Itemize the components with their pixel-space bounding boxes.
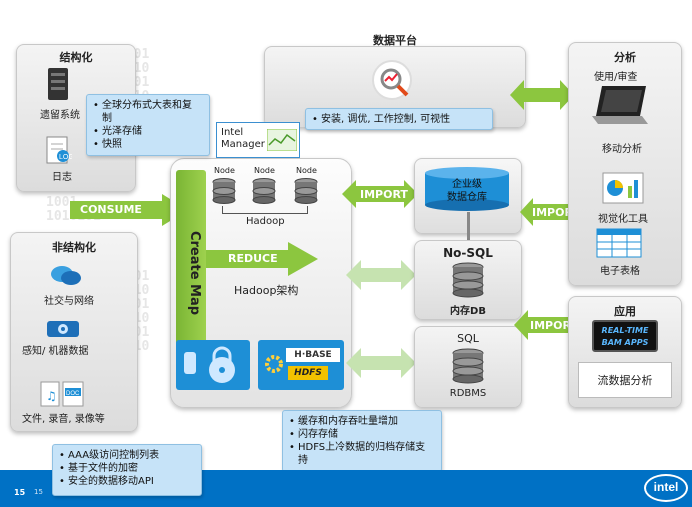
rdbms-label: RDBMS	[449, 388, 487, 399]
intel-manager-tile: Intel Manager	[216, 122, 300, 158]
memdb-label: 内存DB	[450, 306, 486, 317]
data-platform-title: 数据平台	[373, 34, 417, 47]
intel-manager-label: Intel Manager	[221, 127, 265, 150]
page-number: 15	[14, 488, 26, 497]
structured-item: 遗留系统	[40, 110, 80, 121]
intel-logo-text: intel	[653, 480, 679, 494]
security-item: 基于文件的加密	[59, 462, 193, 475]
storage-item: HDFS上冷数据的归档存储支持	[289, 441, 433, 467]
security-callout: AAA级访问控制列表 基于文件的加密 安全的数据移动API	[52, 444, 202, 496]
screen-text: BAM APPS	[601, 338, 649, 347]
magnifier-icon	[372, 60, 412, 100]
node-server-icon	[294, 178, 318, 208]
analysis-item: 移动分析	[602, 144, 642, 155]
chat-bubbles-icon	[50, 264, 82, 288]
nosql-title: No-SQL	[443, 246, 493, 260]
analysis-item: 电子表格	[600, 266, 640, 277]
platform-tooltip: 安装, 调优, 工作控制, 可视性	[305, 108, 493, 130]
import-arrow-hadoop	[342, 180, 418, 212]
page-number-small: 15	[34, 488, 43, 496]
hadoop-bracket	[222, 206, 308, 214]
security-item: 安全的数据移动API	[59, 475, 193, 488]
analysis-item: 使用/审查	[594, 72, 638, 83]
realtime-screen-icon: REAL-TIME BAM APPS	[592, 320, 658, 352]
analysis-item: 视觉化工具	[598, 214, 648, 225]
reduce-label: REDUCE	[228, 252, 278, 265]
warehouse-label: 企业级 数据仓库	[447, 179, 487, 203]
node-label: Node	[296, 166, 317, 175]
hadoop-features-callout: 全球分布式大表和复制 光泽存储 快照	[86, 94, 210, 156]
node-server-icon	[212, 178, 236, 208]
consume-label: CONSUME	[80, 203, 142, 216]
intel-logo: intel	[644, 474, 688, 502]
double-arrow-nosql	[346, 260, 416, 294]
warehouse-connector	[467, 212, 470, 240]
apps-title: 应用	[614, 305, 636, 318]
stream-analysis-box: 流数据分析	[578, 362, 672, 398]
laptop-icon	[590, 84, 650, 126]
structured-title: 结构化	[59, 51, 93, 64]
import-label: IMPORT	[532, 206, 580, 219]
svg-text:DOC: DOC	[66, 391, 80, 397]
rdbms-db-icon	[452, 348, 484, 384]
warehouse-cylinder-icon	[424, 166, 510, 212]
hadoop-label: Hadoop	[246, 216, 285, 227]
platform-tooltip-item: 安装, 调优, 工作控制, 可视性	[312, 113, 484, 126]
unstructured-item: 社交与网络	[44, 296, 94, 307]
nosql-db-icon	[452, 262, 484, 298]
unstructured-item: 感知/ 机器数据	[22, 346, 89, 357]
hbase-logo: H·BASE	[286, 348, 340, 362]
hadoop-arch-label: Hadoop架构	[234, 284, 299, 297]
hadoop-feature-item: 全球分布式大表和复制	[93, 99, 201, 125]
node-label: Node	[214, 166, 235, 175]
storage-item: 缓存和内存吞吐量增加	[289, 415, 433, 428]
node-label: Node	[254, 166, 275, 175]
unstructured-item: 文件, 录音, 录像等	[22, 414, 105, 425]
consume-arrow	[70, 194, 190, 230]
structured-item: 日志	[52, 172, 72, 183]
svg-text:♫: ♫	[46, 389, 57, 403]
log-document-icon: LOG	[46, 136, 74, 166]
node-server-icon	[252, 178, 276, 208]
files-icon: ♫ DOC	[40, 380, 86, 408]
spreadsheet-icon	[596, 228, 642, 258]
hadoop-feature-item: 光泽存储	[93, 125, 201, 138]
hdfs-logo: HDFS	[288, 366, 328, 380]
security-tile	[176, 340, 250, 390]
sql-title: SQL	[457, 332, 479, 345]
storage-item: 闪存存储	[289, 428, 433, 441]
hadoop-feature-item: 快照	[93, 138, 201, 151]
platform-analysis-arrow	[510, 80, 574, 114]
sensor-device-icon	[46, 318, 80, 340]
server-icon	[46, 66, 70, 102]
double-arrow-sql	[346, 348, 416, 382]
visualization-chart-icon	[602, 172, 644, 204]
security-item: AAA级访问控制列表	[59, 449, 193, 462]
reduce-arrow	[206, 242, 320, 280]
svg-text:LOG: LOG	[59, 154, 72, 161]
import-label: IMPORT	[360, 188, 408, 201]
chart-thumbnail-icon	[267, 129, 297, 151]
screen-text: REAL-TIME	[601, 326, 649, 335]
storage-callout: 缓存和内存吞吐量增加 闪存存储 HDFS上冷数据的归档存储支持	[282, 410, 442, 472]
analysis-title: 分析	[614, 51, 636, 64]
hbase-hdfs-tile: H·BASE HDFS	[258, 340, 344, 390]
gear-icon	[265, 355, 283, 373]
unstructured-title: 非结构化	[52, 241, 96, 254]
import-label: IMPORT	[530, 319, 578, 332]
